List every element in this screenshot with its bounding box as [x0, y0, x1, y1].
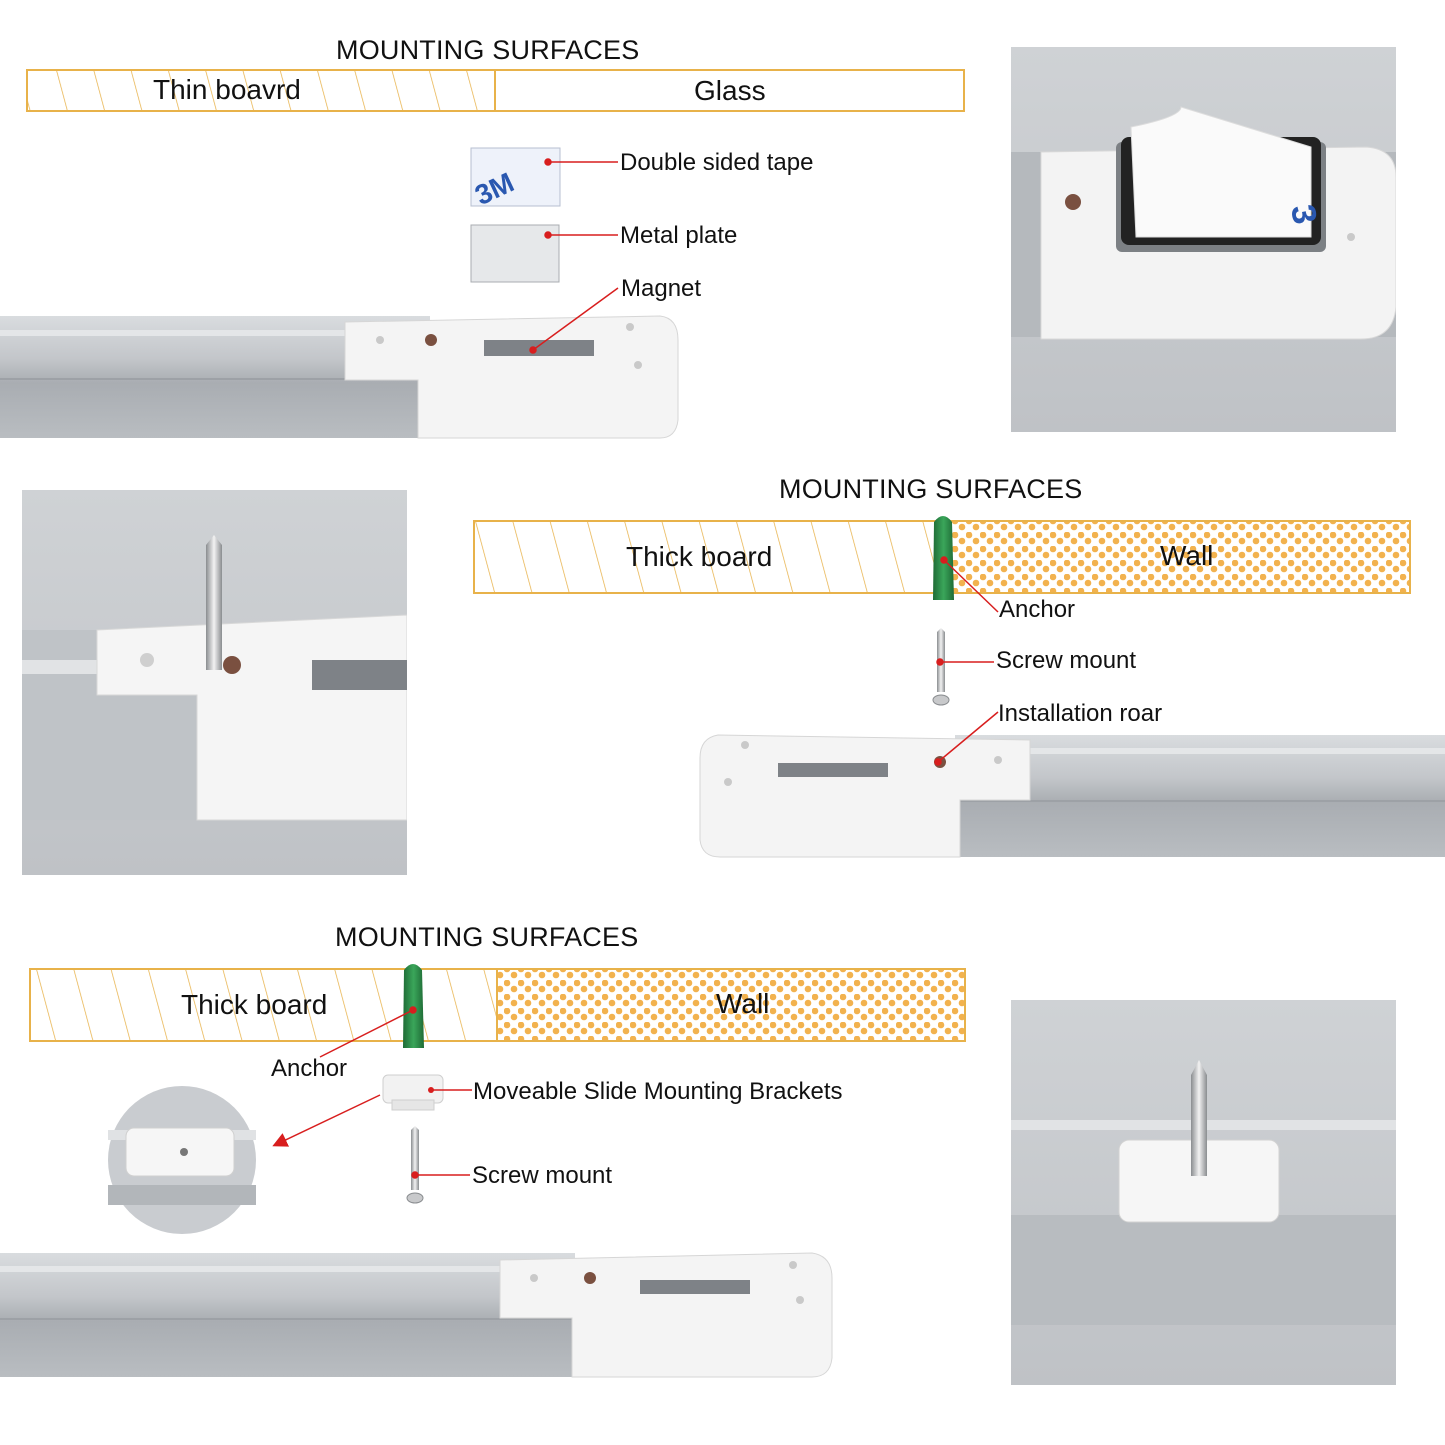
anchor-icon — [403, 964, 424, 1048]
screw-icon — [406, 1126, 424, 1204]
anchor-label: Anchor — [271, 1055, 348, 1082]
photo-screw-bracket-closeup — [22, 490, 407, 875]
screw-mount-label: Screw mount — [996, 647, 1137, 674]
section3-callout-lines — [272, 1006, 472, 1179]
screw-icon — [932, 628, 950, 706]
section1-title: MOUNTING SURFACES — [336, 35, 640, 65]
thick-board-label: Thick board — [181, 989, 328, 1020]
anchor-label: Anchor — [999, 596, 1076, 623]
section3-title: MOUNTING SURFACES — [335, 922, 639, 952]
rail-with-magnet — [0, 315, 679, 439]
thin-board-label: Thin boavrd — [153, 74, 301, 105]
section1-callout-lines — [529, 158, 619, 354]
slide-brackets-label: Moveable Slide Mounting Brackets — [473, 1078, 843, 1105]
section1-surface-band — [26, 69, 965, 112]
slide-bracket-icon — [382, 1074, 444, 1111]
rail-with-slide-bracket — [0, 1252, 833, 1378]
magnet-label: Magnet — [621, 275, 702, 302]
photo-slide-bracket-closeup — [1011, 1000, 1396, 1385]
double-sided-tape-icon: 3M — [470, 147, 561, 211]
metal-plate-label: Metal plate — [620, 222, 738, 249]
thick-board-label: Thick board — [626, 541, 773, 572]
wall-label: Wall — [1160, 540, 1214, 571]
section2-callout-lines — [934, 556, 999, 766]
double-sided-tape-label: Double sided tape — [620, 149, 814, 176]
section3-surface-band — [29, 968, 966, 1042]
section2-title: MOUNTING SURFACES — [779, 474, 1083, 504]
wall-label: Wall — [716, 988, 770, 1019]
glass-label: Glass — [694, 75, 766, 106]
installation-roar-label: Installation roar — [998, 700, 1163, 727]
photo-magnet-tape-closeup: 3 — [1011, 47, 1396, 432]
bracket-zoom-circle — [108, 1086, 256, 1234]
rail-with-screw-hole — [699, 734, 1445, 858]
screw-mount-label: Screw mount — [472, 1162, 613, 1189]
